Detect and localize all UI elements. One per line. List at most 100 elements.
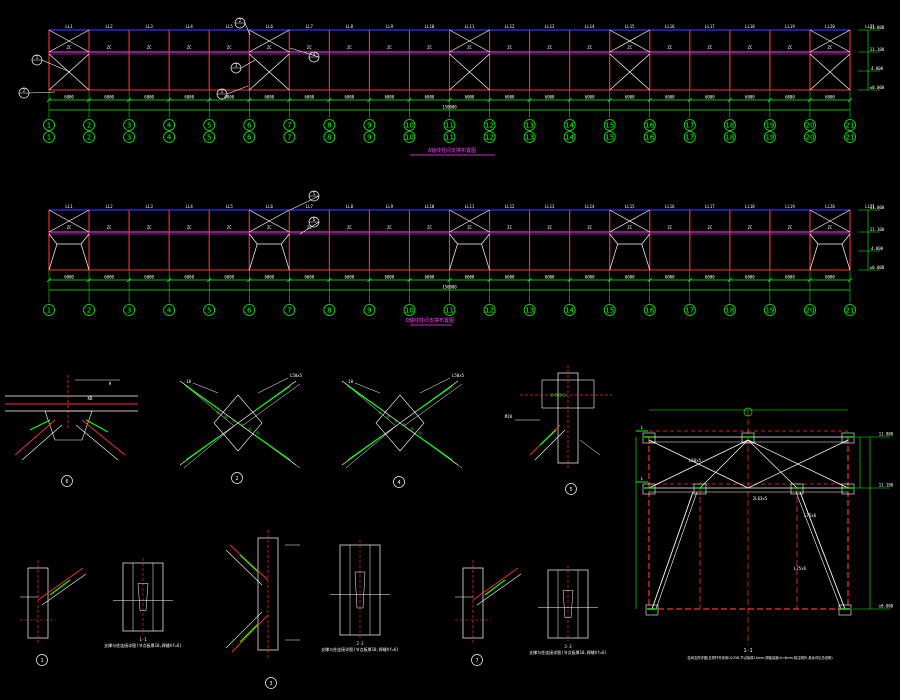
callout-leader [299, 221, 320, 235]
dim-tick [126, 277, 132, 283]
bay-dimension: 6000 [64, 95, 74, 100]
beam-tag: LL6 [266, 204, 274, 209]
elevation-label: 11.800 [870, 25, 885, 30]
grid-number: 14 [565, 306, 574, 314]
dim-tick [847, 277, 853, 283]
dim-tick [567, 277, 572, 283]
grid-bubble [563, 131, 576, 143]
grid-number: 3 [127, 121, 131, 129]
dim-tick [767, 97, 773, 103]
dim-tick [287, 277, 292, 283]
bracing-frame-detail: 11.80011.100±0.000L75x6L75x6L50x52L63x5L… [635, 407, 894, 645]
member-tag: ZC [107, 225, 112, 230]
brace-upper [249, 29, 290, 53]
detail-number: 2 [235, 476, 238, 482]
weld-line [185, 435, 221, 461]
brace-lower [449, 53, 490, 91]
member-tag: ZC [467, 45, 472, 50]
member-note: L50x5 [452, 373, 465, 378]
member-tag: ZC [187, 45, 192, 50]
bay-dimension: 6000 [385, 95, 395, 100]
grid-bubble [723, 119, 736, 131]
dim-tick [847, 97, 853, 103]
portal-brace [449, 233, 458, 245]
callout-leader [244, 22, 251, 36]
grid-bubble [764, 119, 776, 131]
dim-tick [727, 277, 733, 283]
dim-tick [647, 97, 653, 103]
member-tag: ZC [427, 225, 432, 230]
bay-dimension: 6000 [825, 275, 835, 280]
grid-number: 7 [287, 306, 291, 314]
grid-number: 6 [247, 121, 252, 129]
dim-tick [447, 277, 452, 283]
callout-number: 1 [36, 55, 39, 60]
bay-dimension: 6000 [585, 275, 595, 280]
grid-number: 14 [565, 121, 574, 129]
brace-upper [48, 29, 90, 53]
member-tag: ZC [507, 45, 512, 50]
brace-upper [48, 209, 90, 233]
grid-bubble [443, 119, 456, 131]
grid-number: 13 [525, 121, 534, 129]
total-dimension: 150000 [442, 285, 457, 290]
bolt [248, 427, 252, 431]
member-tag: ZC [547, 225, 552, 230]
brace-angle [231, 614, 269, 653]
bolt [410, 427, 414, 431]
grid-bubble [243, 131, 256, 143]
grid-bubble [123, 119, 136, 131]
brace-upper [809, 209, 851, 233]
stiffener [354, 571, 366, 609]
grid-number: 7 [287, 133, 291, 141]
beam-tag: LL11 [465, 204, 475, 209]
bay-dimension: 6000 [425, 275, 435, 280]
brace-upper [809, 29, 851, 53]
grid-bubble [443, 131, 456, 143]
brace-lower [249, 53, 290, 91]
member-tag: ZC [107, 45, 112, 50]
elevation-label: ±0.000 [870, 265, 885, 270]
member-tag: ZC [788, 45, 793, 50]
bay-dimension: 6000 [465, 95, 475, 100]
grid-number: 5 [207, 306, 211, 314]
beam-tag: LL1 [65, 24, 73, 29]
brace-lower [809, 53, 851, 91]
bay-dimension: 6000 [184, 275, 194, 280]
beam-tag: LL3 [146, 24, 154, 29]
grid-bubble [283, 304, 296, 316]
elevation-label: ±0.000 [870, 85, 885, 90]
beam-tag: LL17 [705, 204, 715, 209]
member-tag: ZC [387, 225, 392, 230]
beam-tag: LL19 [785, 24, 795, 29]
grid-number: 5 [207, 121, 211, 129]
detail-number: 1 [40, 658, 43, 664]
dim-tick [86, 97, 92, 103]
grid-number: 18 [725, 133, 734, 141]
grid-bubble [363, 119, 376, 131]
dim-tick [447, 97, 452, 103]
brace-angle [14, 419, 56, 456]
weld-line [484, 579, 506, 596]
member-tag: ZC [147, 45, 152, 50]
detail-bubble [265, 677, 277, 689]
callout-number: 3 [235, 63, 238, 68]
beam-tag: LL17 [705, 24, 715, 29]
grid-number: 10 [405, 306, 414, 314]
member-note: 2L63x5 [753, 496, 768, 501]
grid-bubble [483, 119, 496, 131]
section-label: 3-3 [564, 644, 572, 649]
grid-bubble [83, 304, 95, 316]
grid-number: 13 [525, 133, 534, 141]
bolt [418, 431, 422, 435]
grid-number: 2 [87, 121, 91, 129]
grid-number: 15 [605, 121, 614, 129]
portal-brace [841, 243, 851, 271]
grid-number: 10 [405, 121, 414, 129]
grid-bubble [403, 119, 416, 131]
callout-number: 5 [313, 191, 316, 196]
detail-group: L50x5-10L50x5-1024HKB6M20511-1支撑与柱连接详图(节… [5, 365, 612, 689]
end-plate [541, 379, 595, 409]
member-tag: ZC [67, 45, 72, 50]
